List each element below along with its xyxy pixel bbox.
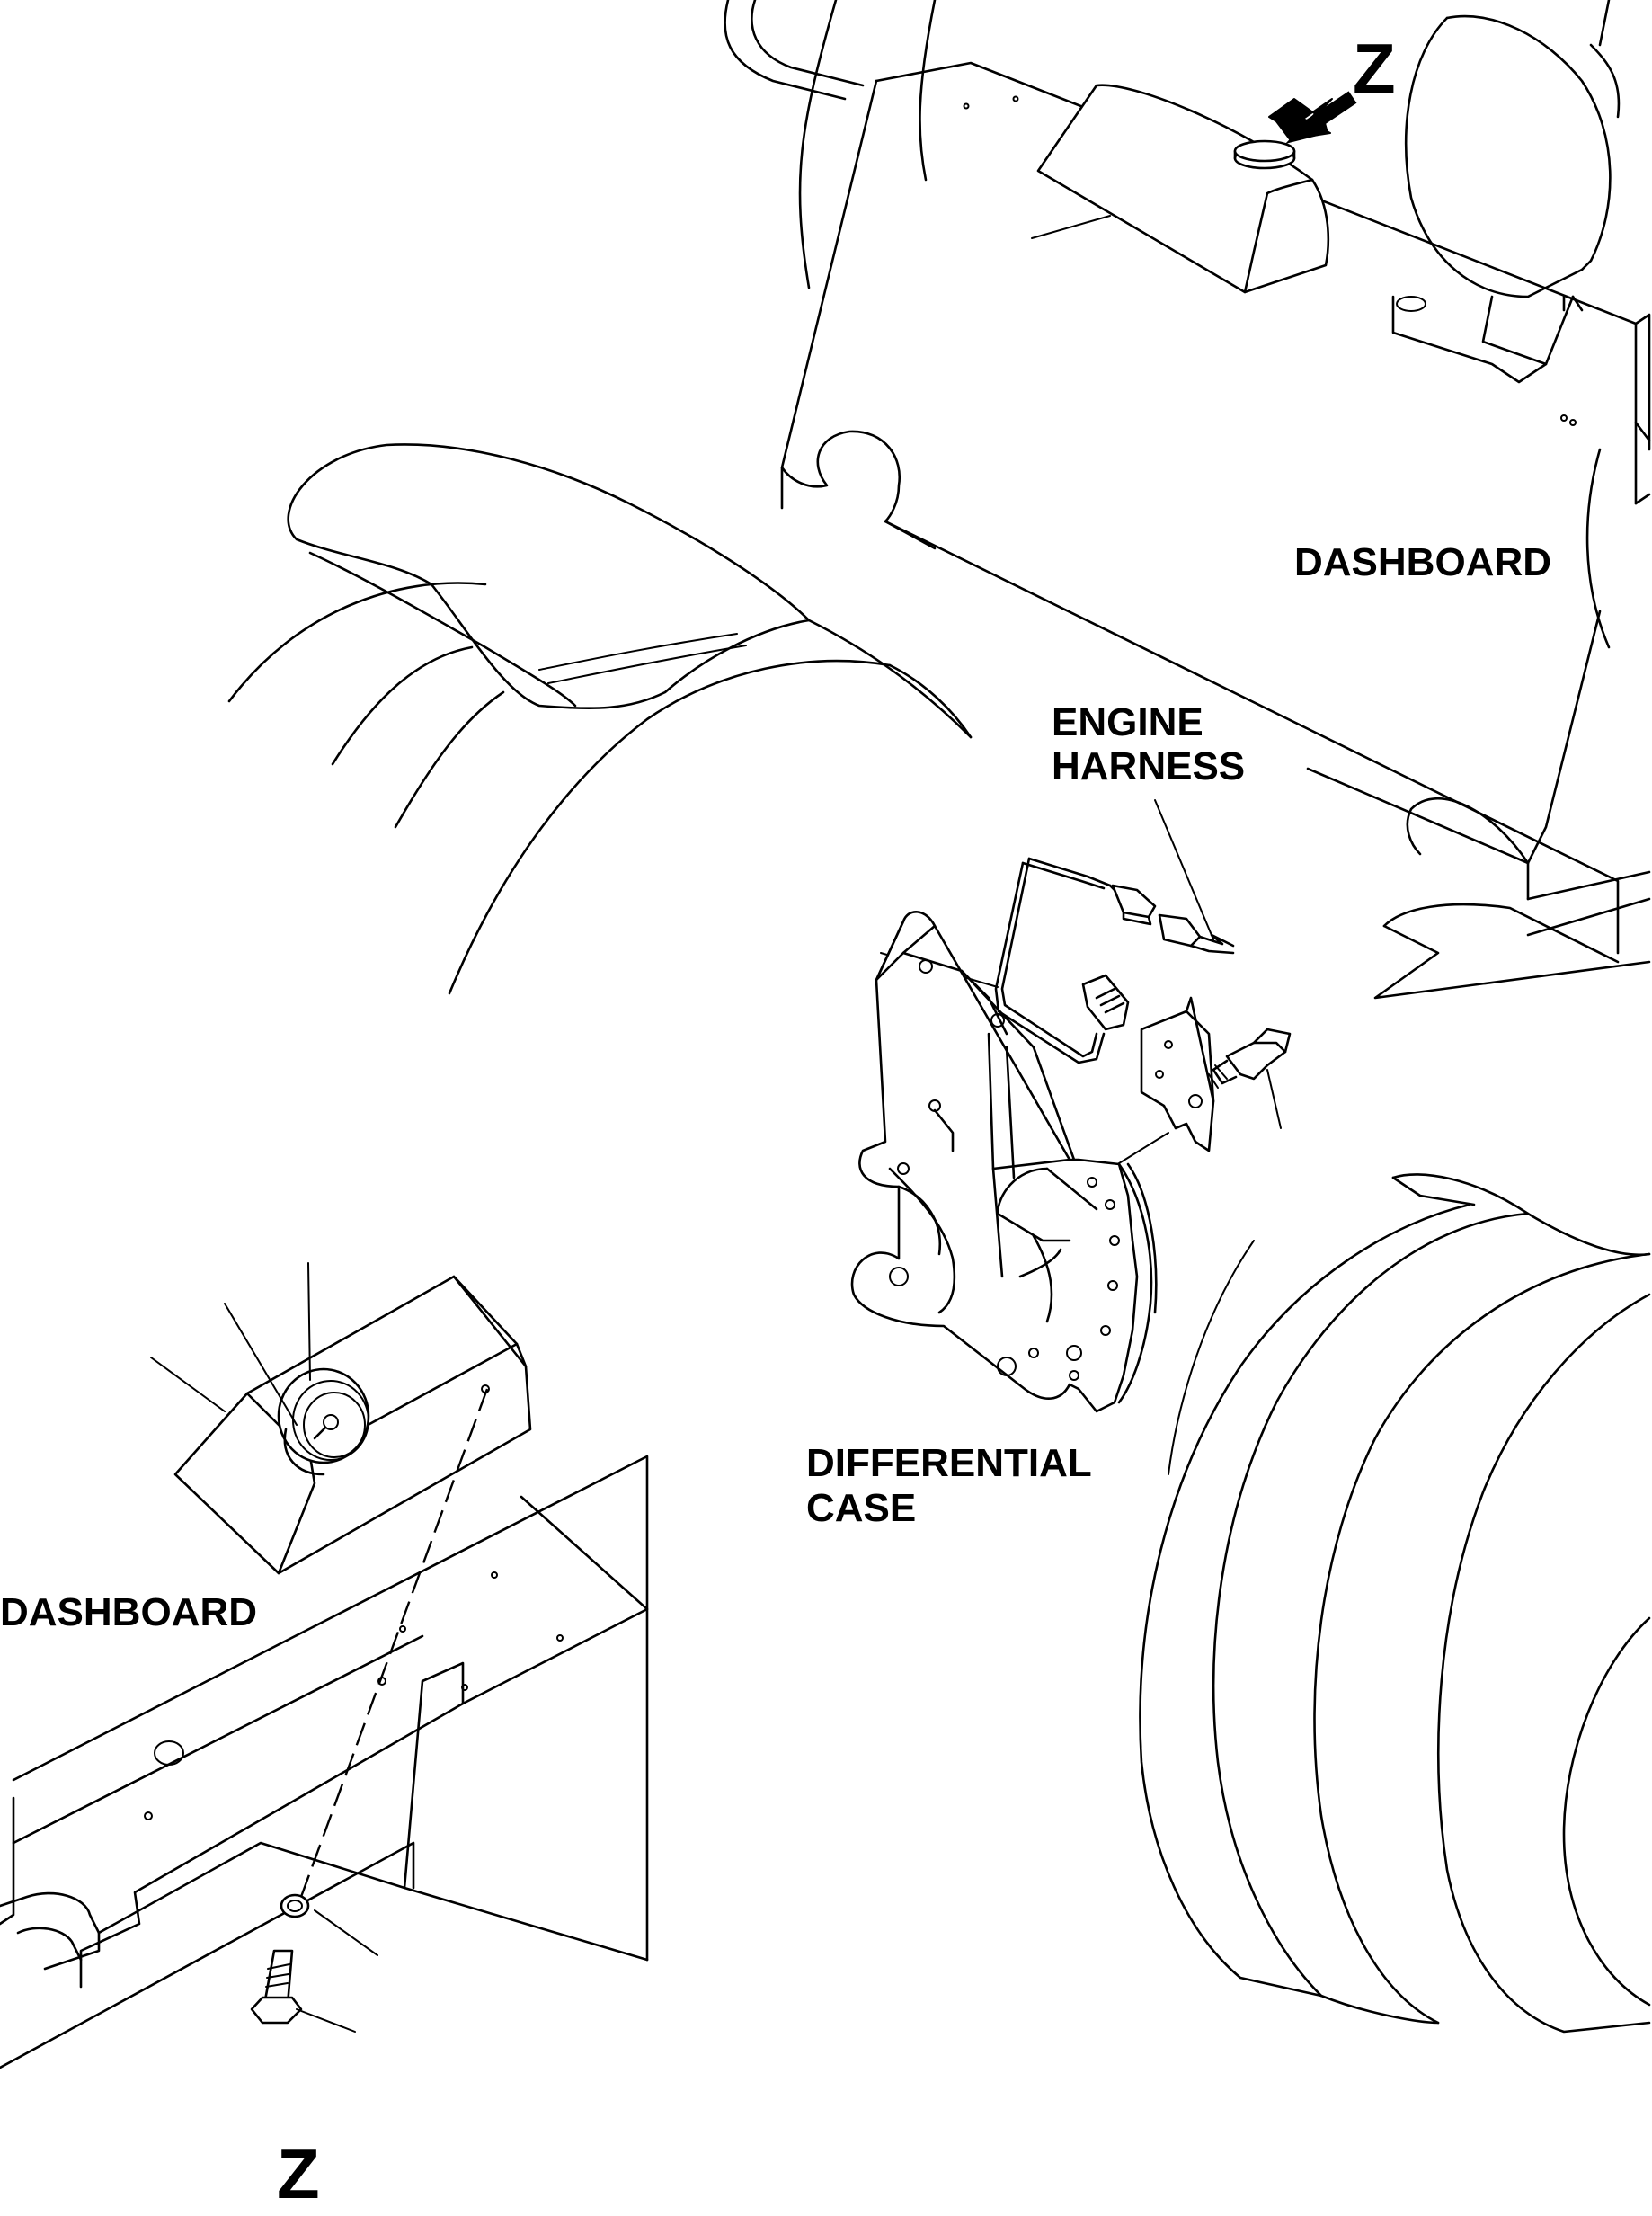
dashboard-bottom	[0, 1455, 649, 2069]
differential-case-label-line1: DIFFERENTIAL	[806, 1441, 1092, 1485]
dashboard-label-bottom: DASHBOARD	[0, 1590, 257, 1634]
tire-left	[227, 582, 973, 995]
dashboard-top	[724, 0, 1651, 1000]
differential-case-label-line2: CASE	[806, 1486, 916, 1530]
tire-right	[1139, 1173, 1651, 2034]
dashboard-label-top: DASHBOARD	[1294, 540, 1551, 584]
fender-left	[287, 443, 811, 710]
view-z-label-bottom: Z	[277, 2134, 320, 2213]
engine-harness	[880, 799, 1235, 1064]
engine-harness-label-line1: ENGINE	[1052, 700, 1203, 744]
engine-harness-label-line2: HARNESS	[1052, 744, 1245, 788]
sensor-bracket	[1073, 996, 1215, 1192]
mount-hardware	[250, 1388, 489, 2033]
gauge-housing-detail	[150, 1262, 532, 1575]
bracket-bolt	[1208, 1028, 1292, 1129]
view-z-arrow	[1268, 91, 1357, 144]
view-z-label-top: Z	[1353, 29, 1396, 108]
differential-case	[850, 911, 1158, 1413]
